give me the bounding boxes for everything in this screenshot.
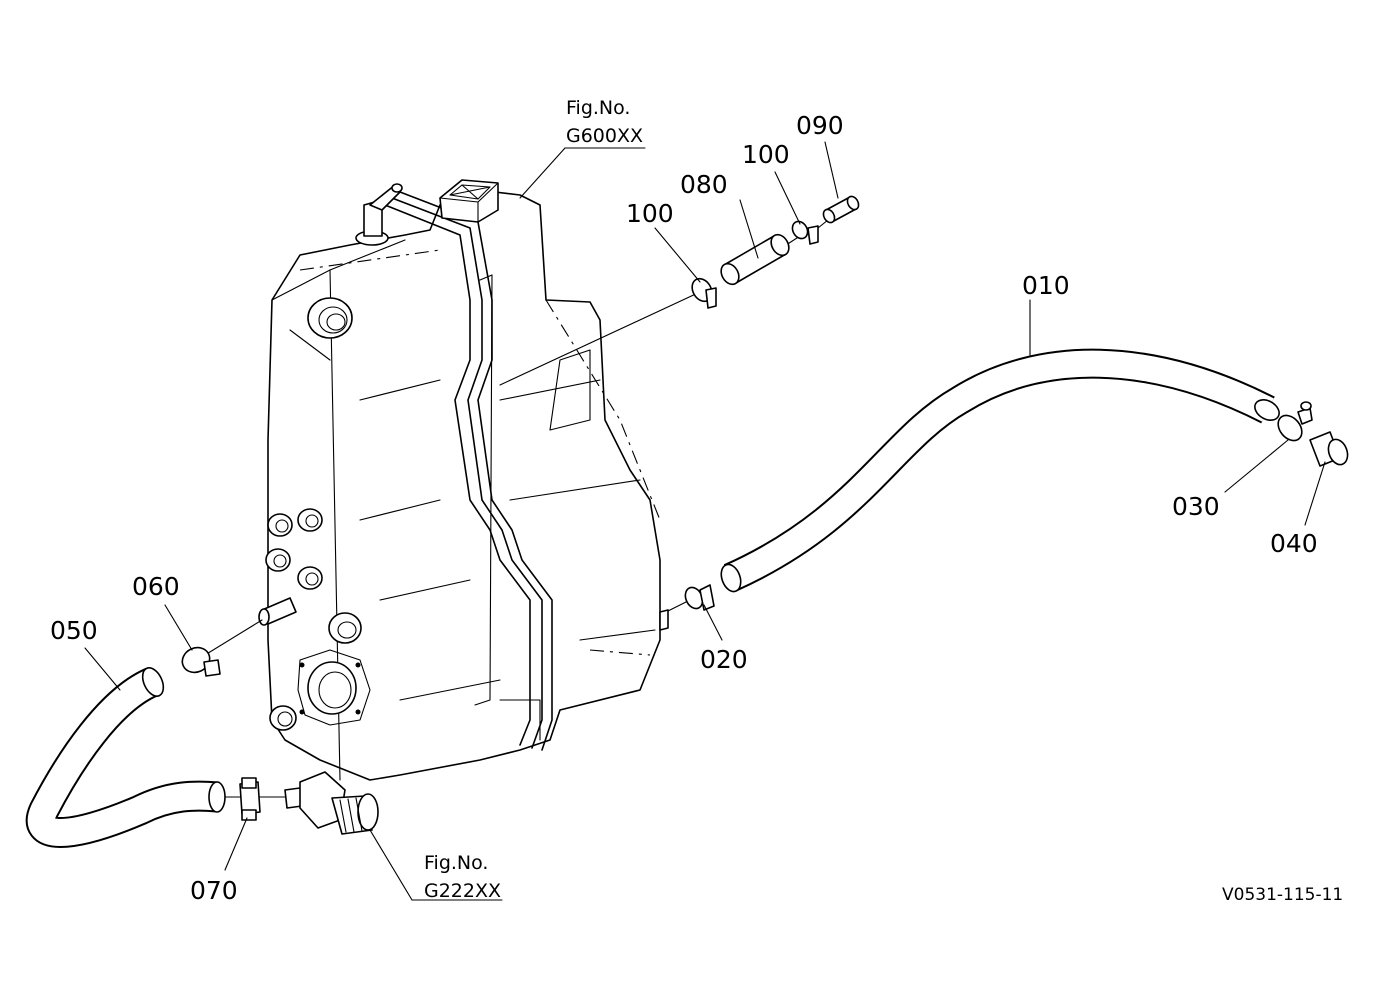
- pipe-090: [822, 195, 860, 224]
- side-ports: [265, 508, 371, 731]
- callout-100-upper: 100: [742, 140, 790, 169]
- fig-ref-top-label: Fig.No.: [566, 97, 630, 119]
- callout-040: 040: [1270, 529, 1318, 558]
- plug-040: [1309, 431, 1349, 467]
- elbow-fitting: [284, 771, 379, 835]
- fig-ref-bottom-code: G222XX: [424, 880, 501, 902]
- callout-050: 050: [50, 616, 98, 645]
- drawing-code: V0531-115-11: [1222, 885, 1343, 905]
- filler-neck: [439, 179, 499, 223]
- fill-port: [307, 297, 353, 339]
- callout-030: 030: [1172, 492, 1220, 521]
- callout-070: 070: [190, 876, 238, 905]
- clamp-030: [1277, 401, 1313, 442]
- return-hose-010: [720, 348, 1280, 593]
- clamp-020: [659, 584, 715, 631]
- callout-060: 060: [132, 572, 180, 601]
- hose-080: [720, 233, 790, 286]
- callout-080: 080: [680, 170, 728, 199]
- feed-hose-050: [25, 667, 226, 848]
- clamp-070: [224, 777, 291, 821]
- fig-ref-top-code: G600XX: [566, 125, 643, 147]
- callout-100-lower: 100: [626, 199, 674, 228]
- clamp-100-upper: [791, 220, 819, 245]
- fig-ref-bottom-label: Fig.No.: [424, 852, 488, 874]
- callout-010: 010: [1022, 271, 1070, 300]
- outlet-nipple: [258, 597, 297, 626]
- callout-leaders: [84, 141, 1326, 901]
- callout-090: 090: [796, 111, 844, 140]
- tank-body: [267, 189, 661, 781]
- callout-020: 020: [700, 645, 748, 674]
- clamp-100-lower: [691, 277, 717, 309]
- breather-pipe: [355, 183, 403, 246]
